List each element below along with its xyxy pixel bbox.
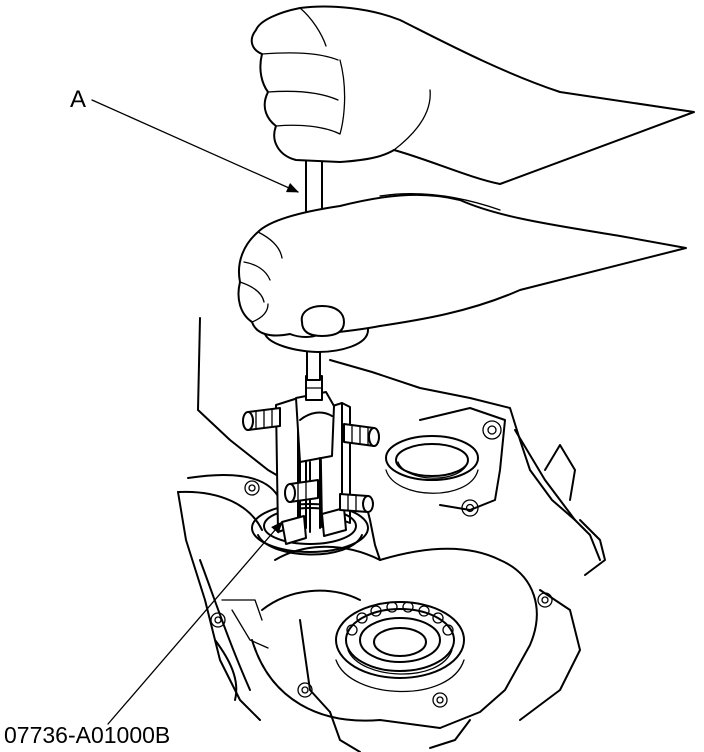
bolt-lower-right [339,493,374,513]
leader-tool [107,521,283,725]
upper-hand [250,5,695,185]
puller-bolts [242,407,380,513]
bearing-puller-attachment [275,375,351,545]
leader-a [91,99,299,193]
ball-bearing [335,601,465,693]
upper-bearing-bore [385,435,479,494]
bolt-lower-left [284,479,319,503]
callout-label-a: A [70,86,87,113]
tool-number-label: 07736-A01000B [4,722,171,748]
bolt-upper-left [242,407,281,431]
bearing-balls [346,601,454,636]
transmission-housing [177,317,606,752]
bolt-upper-right [343,423,380,447]
callout-leaders [91,99,299,725]
lower-hand [237,193,687,338]
